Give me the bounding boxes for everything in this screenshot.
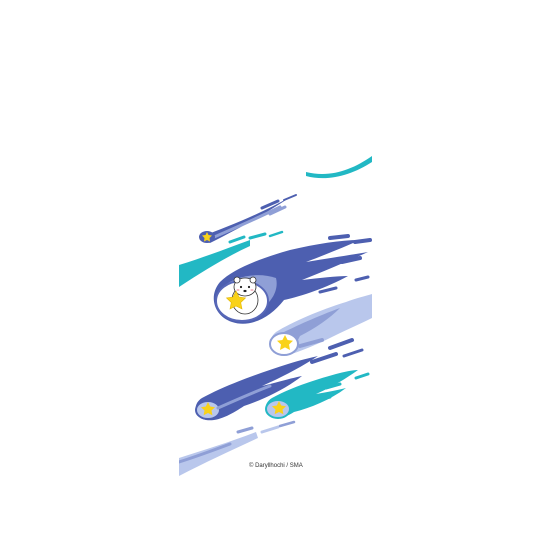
star-icon: [272, 401, 286, 415]
small-comet: [199, 194, 297, 243]
star-icon: [202, 232, 212, 242]
pale-comet: [269, 294, 372, 364]
pale-streak: [179, 420, 296, 476]
copyright-text: © Daryllhochi / SMA: [249, 463, 303, 469]
teal-streak: [179, 230, 284, 287]
star-icon: [201, 402, 215, 416]
star-icon: [277, 335, 293, 350]
star-icon: [225, 290, 247, 310]
teal-wave-shape: [306, 156, 372, 179]
teal-comet: [265, 370, 370, 419]
